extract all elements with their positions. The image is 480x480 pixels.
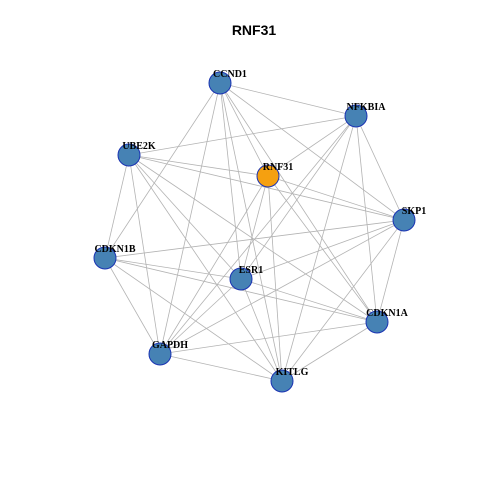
edge-ube2k-rnf31 bbox=[128, 154, 269, 177]
node-label-skp1: SKP1 bbox=[402, 206, 426, 217]
node-label-esr1: ESR1 bbox=[239, 265, 263, 276]
edge-skp1-kitlg bbox=[281, 219, 405, 382]
edge-cdkn1b-esr1 bbox=[104, 257, 242, 280]
node-label-ube2k: UBE2K bbox=[122, 141, 156, 152]
edge-ccnd1-esr1 bbox=[219, 82, 242, 280]
node-label-cdkn1a: CDKN1A bbox=[366, 308, 408, 319]
edge-ube2k-cdkn1b bbox=[104, 154, 130, 259]
node-gapdh: GAPDH bbox=[148, 340, 188, 366]
edge-cdkn1b-gapdh bbox=[104, 257, 161, 355]
edge-ccnd1-rnf31 bbox=[219, 82, 269, 177]
node-label-rnf31: RNF31 bbox=[263, 162, 294, 173]
edge-gapdh-kitlg bbox=[159, 353, 283, 382]
node-skp1: SKP1 bbox=[392, 206, 426, 232]
edge-skp1-esr1 bbox=[240, 219, 405, 280]
edge-nfkbia-esr1 bbox=[240, 115, 357, 280]
edge-esr1-cdkn1a bbox=[240, 278, 378, 323]
node-label-nfkbia: NFKBIA bbox=[347, 102, 387, 113]
edge-rnf31-kitlg bbox=[267, 175, 283, 382]
edge-rnf31-esr1 bbox=[240, 175, 269, 280]
edge-nfkbia-rnf31 bbox=[267, 115, 357, 177]
edge-rnf31-cdkn1a bbox=[267, 175, 378, 323]
edge-nfkbia-kitlg bbox=[281, 115, 357, 382]
node-circle-ccnd1 bbox=[208, 71, 232, 95]
diagram-title: RNF31 bbox=[232, 22, 277, 38]
node-circle-skp1 bbox=[392, 208, 416, 232]
edge-ccnd1-kitlg bbox=[219, 82, 283, 382]
node-rnf31: RNF31 bbox=[256, 162, 294, 188]
node-circle-cdkn1b bbox=[93, 246, 117, 270]
edge-ccnd1-skp1 bbox=[219, 82, 405, 221]
node-circle-cdkn1a bbox=[365, 310, 389, 334]
edge-nfkbia-cdkn1a bbox=[355, 115, 378, 323]
edge-skp1-cdkn1b bbox=[104, 219, 405, 259]
edge-ube2k-gapdh bbox=[128, 154, 161, 355]
edge-skp1-gapdh bbox=[159, 219, 405, 355]
edge-layer bbox=[104, 82, 405, 382]
node-esr1: ESR1 bbox=[229, 265, 263, 291]
edge-nfkbia-skp1 bbox=[355, 115, 405, 221]
node-circle-esr1 bbox=[229, 267, 253, 291]
node-nfkbia: NFKBIA bbox=[344, 102, 387, 128]
node-circle-rnf31 bbox=[256, 164, 280, 188]
node-circle-gapdh bbox=[148, 342, 172, 366]
node-ube2k: UBE2K bbox=[117, 141, 156, 167]
edge-ccnd1-cdkn1b bbox=[104, 82, 221, 259]
node-circle-nfkbia bbox=[344, 104, 368, 128]
edge-nfkbia-ube2k bbox=[128, 115, 357, 156]
node-label-cdkn1b: CDKN1B bbox=[94, 244, 135, 255]
edge-esr1-gapdh bbox=[159, 278, 242, 355]
edge-ube2k-skp1 bbox=[128, 154, 405, 221]
node-circle-kitlg bbox=[270, 369, 294, 393]
edge-cdkn1a-kitlg bbox=[281, 321, 378, 382]
node-ccnd1: CCND1 bbox=[208, 69, 247, 95]
node-cdkn1b: CDKN1B bbox=[93, 244, 136, 270]
edge-ube2k-cdkn1a bbox=[128, 154, 378, 323]
node-cdkn1a: CDKN1A bbox=[365, 308, 409, 334]
edge-ube2k-kitlg bbox=[128, 154, 283, 382]
edge-rnf31-skp1 bbox=[267, 175, 405, 221]
node-label-ccnd1: CCND1 bbox=[213, 69, 247, 80]
edge-esr1-kitlg bbox=[240, 278, 283, 382]
edge-ube2k-esr1 bbox=[128, 154, 242, 280]
edge-nfkbia-gapdh bbox=[159, 115, 357, 355]
edge-cdkn1a-gapdh bbox=[159, 321, 378, 355]
edge-rnf31-gapdh bbox=[159, 175, 269, 355]
node-label-gapdh: GAPDH bbox=[152, 340, 188, 351]
edge-ccnd1-gapdh bbox=[159, 82, 221, 355]
edge-skp1-cdkn1a bbox=[376, 219, 405, 323]
node-kitlg: KITLG bbox=[270, 367, 309, 393]
edge-ccnd1-nfkbia bbox=[219, 82, 357, 117]
edge-cdkn1b-kitlg bbox=[104, 257, 283, 382]
node-label-kitlg: KITLG bbox=[276, 367, 309, 378]
edge-ccnd1-cdkn1a bbox=[219, 82, 378, 323]
node-circle-ube2k bbox=[117, 143, 141, 167]
